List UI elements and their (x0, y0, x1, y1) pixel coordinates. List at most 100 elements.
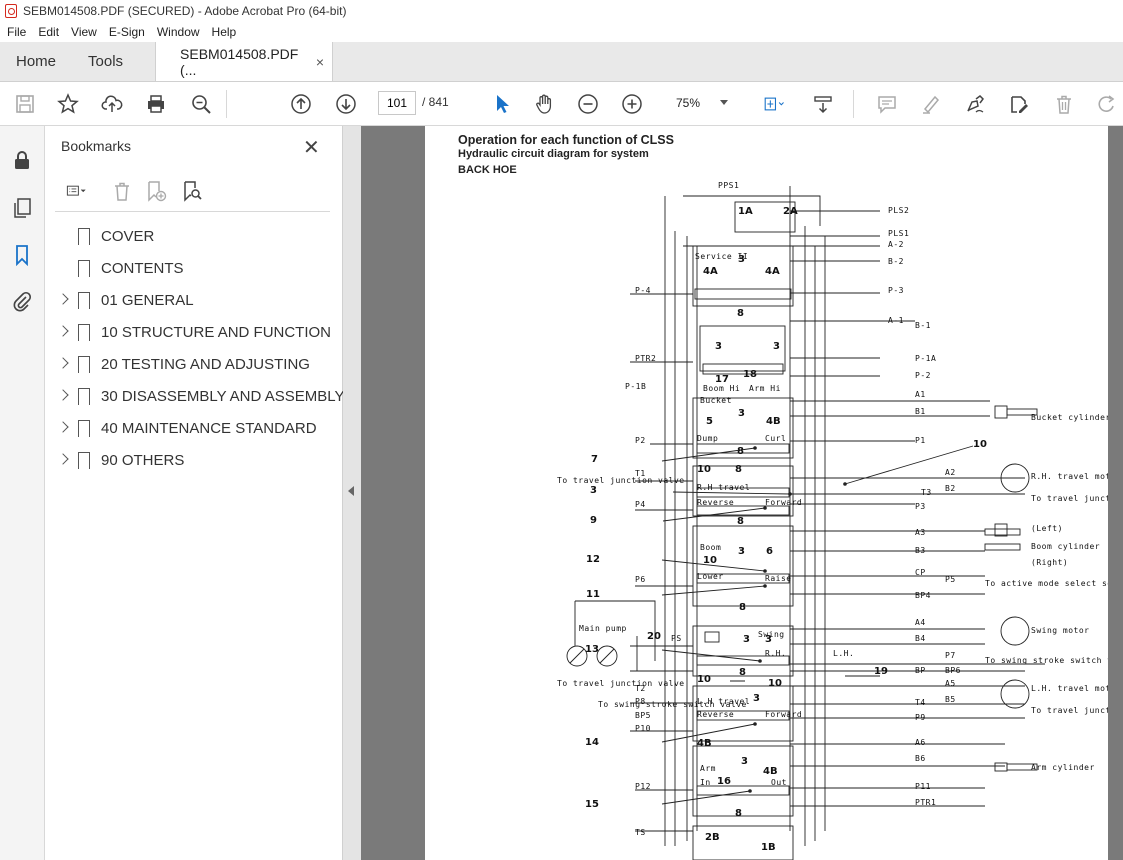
diagram-label: BP4 (915, 591, 931, 600)
redo-button[interactable] (1094, 91, 1120, 117)
diagram-label: A-1 (888, 316, 904, 325)
delete-button[interactable] (1051, 91, 1077, 117)
callout-number: 11 (586, 589, 600, 600)
fit-page-button[interactable] (755, 91, 793, 117)
bookmark-item[interactable]: COVER (45, 222, 343, 252)
diagram-label: Reverse (697, 710, 735, 719)
chevron-right-icon[interactable] (57, 389, 69, 401)
part-number: 3 (765, 634, 772, 645)
chevron-right-icon[interactable] (57, 357, 69, 369)
fill-sign-button[interactable] (1006, 91, 1032, 117)
callout-number: 15 (585, 799, 599, 810)
bookmark-star-button[interactable] (55, 91, 81, 117)
panel-splitter[interactable] (343, 126, 361, 860)
find-bookmark-button[interactable] (179, 178, 205, 204)
chevron-right-icon[interactable] (57, 325, 69, 337)
select-tool-button[interactable] (489, 91, 515, 117)
cloud-upload-icon (101, 95, 123, 112)
zoom-out-button[interactable] (575, 91, 601, 117)
callout-number: 9 (590, 515, 597, 526)
bookmark-icon (16, 245, 28, 266)
part-number: 4A (765, 266, 780, 277)
save-button[interactable] (12, 91, 38, 117)
bookmark-item[interactable]: CONTENTS (45, 254, 343, 284)
comment-button[interactable] (874, 91, 900, 117)
page-number-input[interactable] (378, 91, 416, 115)
diagram-label: PLS1 (888, 229, 910, 238)
menu-esign[interactable]: E-Sign (108, 25, 145, 39)
diagram-label: Arm Hi (749, 384, 781, 393)
menu-window[interactable]: Window (156, 25, 200, 39)
diagram-label: R.H travel (697, 483, 751, 492)
diagram-label: P11 (915, 782, 931, 791)
bookmark-label: 40 MAINTENANCE STANDARD (101, 420, 317, 437)
part-number: 8 (737, 446, 744, 457)
list-options-icon (66, 185, 86, 196)
diagram-label: T1 (635, 469, 646, 478)
menu-help[interactable]: Help (211, 25, 237, 39)
callout-number: 7 (591, 454, 598, 465)
chevron-right-icon[interactable] (57, 421, 69, 433)
bookmark-item[interactable]: 20 TESTING AND ADJUSTING (45, 350, 343, 380)
bookmark-item[interactable]: 90 OTHERS (45, 446, 343, 476)
diagram-label: PTR2 (635, 354, 657, 363)
tab-document[interactable]: SEBM014508.PDF (... × (155, 42, 334, 81)
diagram-label: To travel junction valve (1031, 706, 1108, 715)
sign-button[interactable] (962, 91, 988, 117)
new-bookmark-button[interactable] (143, 178, 169, 204)
chevron-right-icon[interactable] (57, 293, 69, 305)
attachments-panel-button[interactable] (10, 289, 34, 313)
diagram-label: BP5 (635, 711, 651, 720)
callout-number: 14 (585, 737, 599, 748)
part-number: 4B (763, 766, 778, 777)
toolbar-separator (226, 90, 227, 118)
menu-view[interactable]: View (71, 25, 97, 39)
bookmarks-panel-button[interactable] (10, 243, 34, 267)
zoom-out-search-icon (192, 95, 211, 114)
bookmark-item[interactable]: 01 GENERAL (45, 286, 343, 316)
bookmark-item[interactable]: 40 MAINTENANCE STANDARD (45, 414, 343, 444)
tab-tools[interactable]: Tools (72, 42, 139, 81)
bookmark-options-button[interactable] (59, 178, 95, 204)
document-viewer[interactable]: Operation for each function of CLSS Hydr… (361, 126, 1123, 860)
next-page-button[interactable] (333, 91, 359, 117)
main-toolbar (0, 82, 1123, 126)
diagram-label: In (700, 778, 711, 787)
bookmark-item[interactable]: 10 STRUCTURE AND FUNCTION (45, 318, 343, 348)
scroll-mode-button[interactable] (810, 91, 836, 117)
bookmark-item[interactable]: 30 DISASSEMBLY AND ASSEMBLY (45, 382, 345, 412)
diagram-label: Swing motor (1031, 626, 1090, 635)
highlight-button[interactable] (918, 91, 944, 117)
menu-file[interactable]: File (7, 25, 27, 39)
tab-close-icon[interactable]: × (315, 53, 325, 70)
window-titlebar: SEBM014508.PDF (SECURED) - Adobe Acrobat… (0, 0, 1123, 22)
diagram-label: PS (671, 634, 682, 643)
delete-bookmark-button[interactable] (109, 178, 135, 204)
diagram-label: Raise (765, 574, 792, 583)
bookmark-label: 30 DISASSEMBLY AND ASSEMBLY (101, 388, 345, 405)
diagram-label: A2 (945, 468, 956, 477)
chevron-right-icon[interactable] (57, 453, 69, 465)
part-number: 3 (743, 634, 750, 645)
security-panel-button[interactable] (10, 148, 34, 172)
navigation-rail (0, 126, 45, 860)
menu-bar: File Edit View E-Sign Window Help (0, 22, 1123, 42)
zoom-in-button[interactable] (619, 91, 645, 117)
hand-tool-button[interactable] (531, 91, 557, 117)
diagram-label: Swing (758, 630, 785, 639)
zoom-level-select[interactable]: 75% (664, 91, 736, 115)
collapse-panel-icon[interactable] (348, 486, 354, 496)
close-icon[interactable]: ✕ (303, 137, 320, 159)
diagram-label: T3 (921, 488, 932, 497)
previous-page-button[interactable] (288, 91, 314, 117)
menu-edit[interactable]: Edit (38, 25, 60, 39)
diagram-label: Forward (765, 498, 803, 507)
callout-number: 10 (973, 439, 987, 450)
diagram-label: B5 (945, 695, 956, 704)
pages-panel-button[interactable] (10, 196, 34, 220)
print-button[interactable] (143, 91, 169, 117)
zoom-search-button[interactable] (188, 91, 214, 117)
tab-home[interactable]: Home (0, 42, 72, 81)
diagram-label: A6 (915, 738, 926, 747)
upload-cloud-button[interactable] (99, 91, 125, 117)
